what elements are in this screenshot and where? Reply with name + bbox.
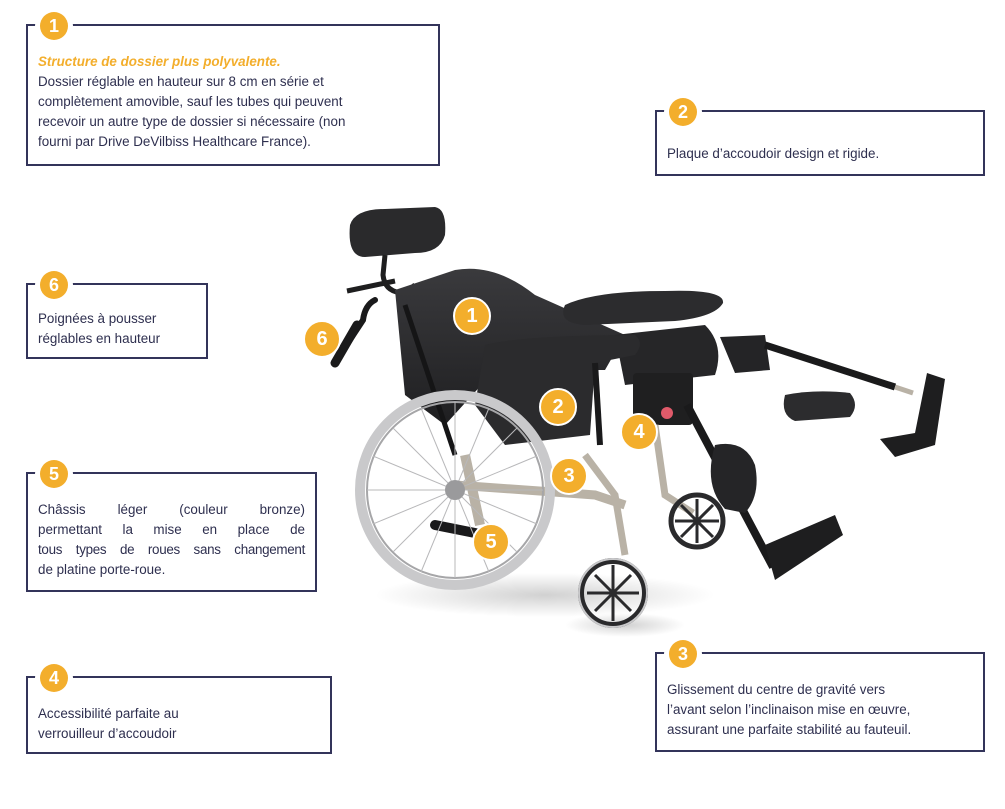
callout-line: Châssis léger (couleur bronze) [38, 502, 305, 517]
callout-line: verrouilleur d’accoudoir [38, 726, 177, 741]
marker-5-chassis: 5 [472, 523, 510, 561]
callout-text: Accessibilité parfaite au verrouilleur d… [38, 704, 320, 744]
number-badge: 6 [40, 271, 68, 299]
callout-text: Glissement du centre de gravité vers l’a… [667, 680, 973, 740]
marker-3-center-of-gravity: 3 [550, 457, 588, 495]
callout-line: Accessibilité parfaite au [38, 706, 179, 721]
callout-line: réglables en hauteur [38, 331, 161, 346]
callout-line: complètement amovible, sauf les tubes qu… [38, 94, 343, 109]
callout-line: recevoir un autre type de dossier si néc… [38, 114, 346, 129]
callout-lead: Structure de dossier plus polyvalente. [38, 54, 281, 69]
callout-5-chassis: 5 Châssis léger (couleur bronze) permett… [26, 460, 317, 592]
callout-line: fourni par Drive DeVilbiss Healthcare Fr… [38, 134, 311, 149]
callout-line: Poignées à pousser [38, 311, 157, 326]
callout-line: l’avant selon l’inclinaison mise en œuvr… [667, 702, 911, 717]
number-badge: 3 [669, 640, 697, 668]
callout-1-backrest-structure: 1 Structure de dossier plus polyvalente.… [26, 12, 440, 166]
callout-line: Plaque d’accoudoir design et rigide. [667, 146, 880, 161]
callout-line: Glissement du centre de gravité vers [667, 682, 886, 697]
callout-line: permettant la mise en place de [38, 522, 305, 537]
callout-line: assurant une parfaite stabilité au faute… [667, 722, 912, 737]
marker-6-push-handles: 6 [303, 320, 341, 358]
callout-2-armrest-plate: 2 Plaque d’accoudoir design et rigide. [655, 98, 985, 176]
callout-text: Structure de dossier plus polyvalente. D… [38, 52, 428, 152]
number-badge: 4 [40, 664, 68, 692]
number-badge: 2 [669, 98, 697, 126]
callout-6-push-handles: 6 Poignées à pousser réglables en hauteu… [26, 271, 208, 359]
callout-text: Plaque d’accoudoir design et rigide. [667, 144, 973, 164]
marker-2-armrest-plate: 2 [539, 388, 577, 426]
callout-line: de platine porte-roue. [38, 562, 166, 577]
callout-text: Châssis léger (couleur bronze) permettan… [38, 500, 305, 580]
marker-4-armrest-lock: 4 [620, 413, 658, 451]
callout-line: tous types de roues sans changement [38, 542, 305, 557]
number-badge: 5 [40, 460, 68, 488]
callout-3-center-of-gravity: 3 Glissement du centre de gravité vers l… [655, 640, 985, 752]
number-badge: 1 [40, 12, 68, 40]
marker-1-backrest: 1 [453, 297, 491, 335]
callout-line: Dossier réglable en hauteur sur 8 cm en … [38, 74, 324, 89]
callout-4-armrest-lock: 4 Accessibilité parfaite au verrouilleur… [26, 664, 332, 754]
wheelchair-illustration: 1 2 3 4 5 6 [295, 195, 965, 655]
callout-text: Poignées à pousser réglables en hauteur [38, 309, 196, 349]
